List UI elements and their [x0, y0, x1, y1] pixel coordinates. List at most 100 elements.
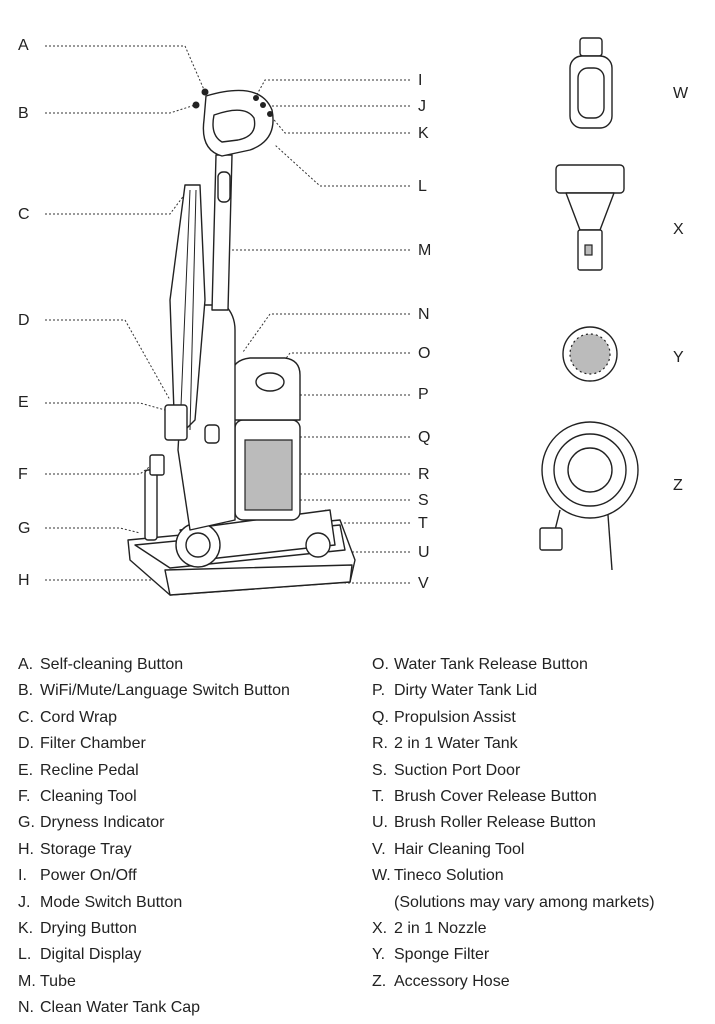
- legend-text: Self-cleaning Button: [40, 656, 184, 673]
- legend-text: Power On/Off: [40, 867, 137, 885]
- legend-item: M.Tube: [18, 973, 76, 991]
- legend-letter: B.: [18, 682, 34, 700]
- legend-item: Q. Propulsion Assist: [372, 709, 516, 727]
- legend-item: T. Brush Cover Release Button: [372, 788, 597, 806]
- legend-item: P.Dirty Water Tank Lid: [372, 682, 537, 700]
- legend-letter: W.: [372, 867, 391, 885]
- legend-letter: I.: [18, 867, 27, 885]
- legend-item: S. Suction Port Door: [372, 762, 520, 780]
- legend-item: N.Clean Water Tank Cap: [18, 999, 200, 1017]
- legend-letter: Q.: [372, 708, 389, 726]
- legend-text: Hair Cleaning Tool: [394, 840, 525, 858]
- callout-v: V: [418, 575, 429, 592]
- legend-letter: R.: [372, 735, 388, 753]
- legend-item: D. Filter Chamber: [18, 735, 146, 753]
- legend-text: Cord Wrap: [40, 708, 118, 726]
- legend-item: (Solutions may vary among markets): [372, 894, 655, 912]
- legend-text: Drying Button: [40, 920, 137, 937]
- legend-letter: O.: [372, 656, 389, 673]
- legend-item: B. WiFi/Mute/Language Switch Button: [18, 682, 290, 700]
- callout-r: R: [418, 466, 430, 483]
- legend-letter: D.: [18, 735, 34, 753]
- legend-text: Dryness Indicator: [40, 814, 165, 832]
- legend-letter: X.: [372, 920, 388, 937]
- legend-text: WiFi/Mute/Language Switch Button: [40, 682, 290, 700]
- callout-j: J: [418, 98, 426, 115]
- legend-letter: P.: [372, 682, 386, 700]
- callout-t: T: [418, 515, 428, 532]
- vacuum-illustration: [127, 88, 356, 596]
- callout-u: U: [418, 544, 430, 561]
- legend-item: A. Self-cleaning Button: [18, 656, 183, 674]
- legend-item: I. Power On/Off: [18, 867, 137, 885]
- callout-h: H: [18, 572, 30, 589]
- callout-f: F: [18, 466, 28, 483]
- callout-q: Q: [418, 429, 431, 446]
- legend-text: Brush Roller Release Button: [394, 814, 596, 832]
- legend-item: X. 2 in 1 Nozzle: [372, 920, 487, 938]
- callout-p: P: [418, 386, 429, 403]
- legend-item: Z.Accessory Hose: [372, 973, 510, 991]
- legend-letter: N.: [18, 999, 34, 1017]
- callout-g: G: [18, 520, 31, 537]
- callout-e: E: [18, 394, 29, 411]
- legend-item: G.Dryness Indicator: [18, 814, 165, 832]
- legend-letter: Z.: [372, 972, 387, 990]
- legend-item: O. Water Tank Release Button: [372, 656, 588, 674]
- callout-y: Y: [673, 349, 684, 366]
- callout-x: X: [673, 221, 684, 238]
- legend-text: Propulsion Assist: [394, 708, 516, 726]
- callout-k: K: [418, 125, 429, 142]
- legend-text: 2 in 1 Water Tank: [394, 735, 518, 753]
- legend-letter: Y.: [372, 946, 386, 964]
- legend-text: Filter Chamber: [40, 735, 146, 753]
- callout-a: A: [18, 37, 29, 54]
- legend-text: Tube: [40, 972, 76, 990]
- legend-item: J. Mode Switch Button: [18, 894, 182, 912]
- callout-w: W: [673, 85, 689, 102]
- legend-text: 2 in 1 Nozzle: [394, 920, 487, 937]
- legend-text: Storage Tray: [40, 840, 132, 858]
- legend-letter: V.: [372, 840, 386, 858]
- legend-text: Brush Cover Release Button: [394, 788, 597, 805]
- legend-item: L. Digital Display: [18, 946, 141, 964]
- legend-text: Cleaning Tool: [40, 788, 137, 805]
- legend-item: U. Brush Roller Release Button: [372, 814, 596, 832]
- legend-letter: E.: [18, 761, 34, 779]
- legend-item: Y. Sponge Filter: [372, 946, 489, 964]
- legend-letter: T.: [372, 788, 385, 805]
- legend-item: W.Tineco Solution: [372, 867, 504, 885]
- legend-letter: M.: [18, 972, 36, 990]
- legend-text: Tineco Solution: [394, 867, 504, 885]
- legend-item: C. Cord Wrap: [18, 709, 117, 727]
- callout-b: B: [18, 105, 29, 122]
- legend-text: Digital Display: [40, 946, 142, 964]
- legend-letter: U.: [372, 814, 388, 832]
- callout-m: M: [418, 242, 432, 259]
- legend-item: H.Storage Tray: [18, 841, 132, 859]
- legend-item: E. Recline Pedal: [18, 762, 139, 780]
- legend-letter: K.: [18, 920, 34, 937]
- legend-text: Sponge Filter: [394, 946, 490, 964]
- legend-letter: S.: [372, 761, 388, 779]
- legend-text: Water Tank Release Button: [394, 656, 588, 673]
- callout-i: I: [418, 72, 423, 89]
- product-diagram: [45, 37, 639, 596]
- legend-text: Suction Port Door: [394, 761, 521, 779]
- legend-letter: L.: [18, 946, 32, 964]
- legend-letter: F.: [18, 788, 31, 805]
- legend-letter: J.: [18, 893, 31, 911]
- callout-c: C: [18, 206, 30, 223]
- legend-text: Recline Pedal: [40, 761, 139, 779]
- legend-text: Mode Switch Button: [40, 893, 183, 911]
- callout-z: Z: [673, 477, 683, 494]
- accessory-hose-drawing: [539, 421, 639, 571]
- legend-letter: C.: [18, 708, 34, 726]
- callout-s: S: [418, 492, 429, 509]
- sponge-filter-drawing: [562, 326, 618, 382]
- legend-letter: A.: [18, 656, 34, 673]
- solution-bottle-drawing: [569, 37, 613, 129]
- legend-item: R. 2 in 1 Water Tank: [372, 735, 518, 753]
- legend-text: (Solutions may vary among markets): [394, 893, 655, 911]
- callout-d: D: [18, 312, 30, 329]
